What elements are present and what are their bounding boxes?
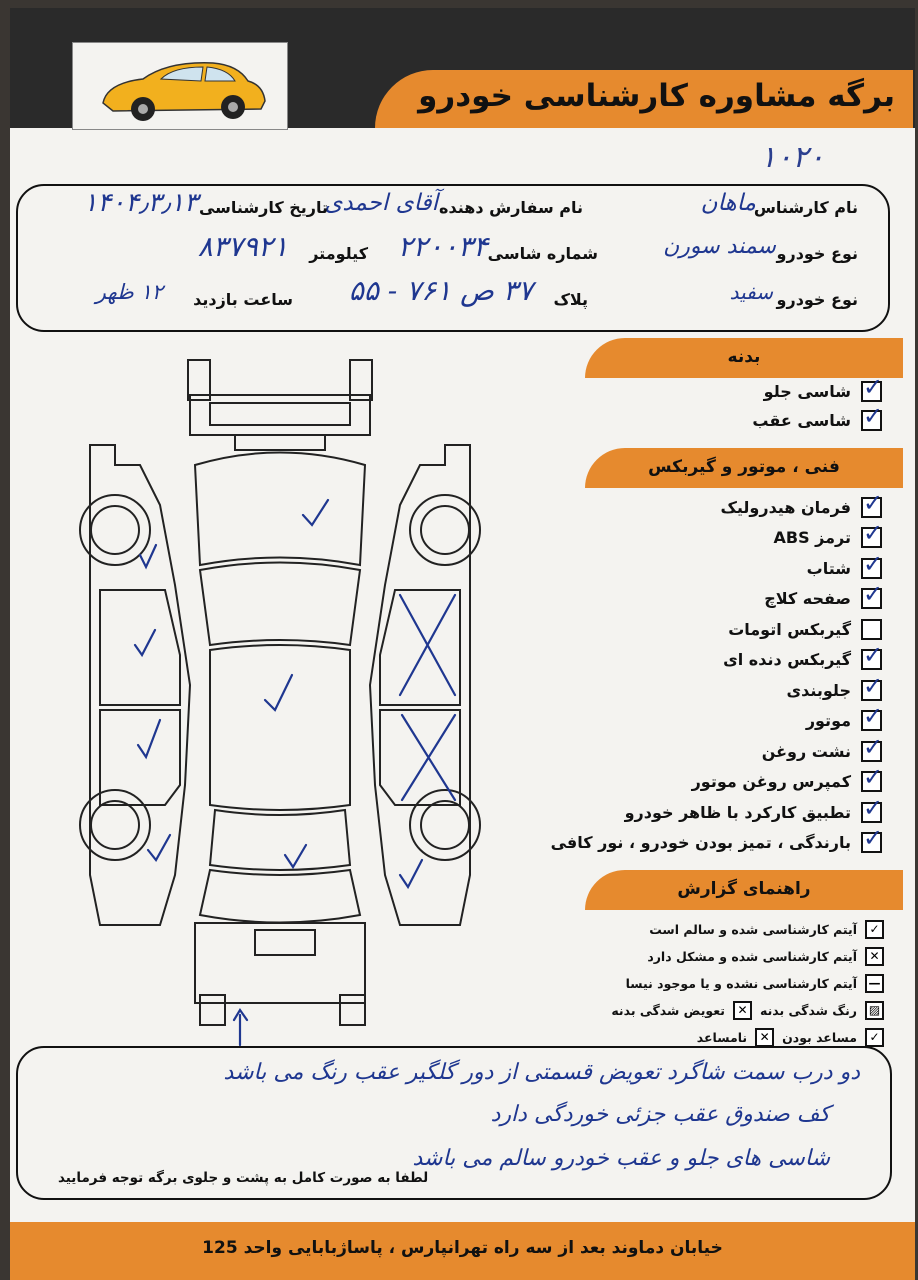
legend-symbol: ✓	[865, 919, 884, 939]
printed-notice: لطفا به صورت کامل به پشت و جلوی برگه توج…	[58, 1170, 429, 1186]
expert-name-value: ماهان	[700, 190, 756, 216]
checkbox[interactable]	[861, 733, 883, 762]
checklist-item-label: کمپرس روغن موتور	[691, 772, 851, 791]
checkbox[interactable]	[861, 489, 883, 518]
legend-label: آیتم کارشناسی شده و مشکل دارد	[647, 948, 857, 964]
plate-label: پلاک	[553, 290, 588, 309]
legend-item: ✓ آیتم کارشناسی شده و سالم است	[649, 918, 884, 940]
footer-bar: خیابان دماوند بعد از سه راه تهرانپارس ، …	[10, 1222, 915, 1280]
checkbox[interactable]	[861, 672, 883, 701]
legend-label: مساعد بودن	[782, 1029, 857, 1045]
legend-item: ▨ رنگ شدگی بدنه ✕ تعویض شدگی بدنه	[611, 999, 884, 1021]
checklist-item-label: تطبیق کارکرد با ظاهر خودرو	[624, 802, 851, 822]
section-legend-title: راهنمای گزارش	[677, 879, 811, 899]
checklist-item-label: بارندگی ، تمیز بودن خودرو ، نور کافی	[550, 833, 851, 852]
notes-box: دو درب سمت شاگرد تعویض قسمتی از دور گلگی…	[16, 1046, 892, 1200]
checklist-item-label: ترمز ABS	[773, 528, 852, 547]
checkbox[interactable]	[861, 373, 883, 402]
checklist-item-label: موتور	[805, 711, 851, 730]
section-technical-header: فنی ، موتور و گیربکس	[585, 448, 903, 488]
legend-label: رنگ شدگی بدنه	[759, 1002, 857, 1018]
checklist-item-label: صفحه کلاچ	[764, 589, 851, 608]
note-line-2: کف صندوق عقب جزئی خوردگی دارد	[490, 1102, 830, 1127]
checklist-item-label: نشت روغن	[761, 741, 851, 761]
footer-address: خیابان دماوند بعد از سه راه تهرانپارس ، …	[202, 1238, 723, 1258]
car-body-diagram	[79, 359, 481, 1047]
legend-symbol: ✕	[865, 946, 884, 966]
checklist-item-label: شاسی عقب	[752, 410, 851, 430]
car-type-label: نوع خودرو	[776, 244, 858, 263]
section-body-title: بدنه	[727, 347, 761, 367]
section-legend-header: راهنمای گزارش	[585, 870, 903, 910]
checkbox[interactable]	[861, 794, 883, 823]
visit-time-value: ۱۲ ظهر	[95, 280, 163, 304]
checklist-item: بارندگی ، تمیز بودن خودرو ، نور کافی	[550, 824, 883, 856]
car-kind-value: سفید	[729, 280, 773, 304]
car-kind-label: نوع خودرو	[776, 290, 858, 309]
checkbox[interactable]	[861, 580, 883, 609]
km-label: کیلومتر	[309, 244, 368, 263]
legend-item: ✕ آیتم کارشناسی شده و مشکل دارد	[647, 945, 884, 967]
legend-label-secondary: نامساعد	[696, 1029, 748, 1045]
car-logo	[72, 42, 288, 130]
checklist-item: ترمز ABS	[773, 519, 883, 551]
legend-label: آیتم کارشناسی نشده و یا موجود نیسا	[625, 975, 857, 991]
checklist-item: گیربکس اتومات	[728, 616, 882, 642]
chassis-label: شماره شاسی	[487, 244, 598, 263]
checklist-item-label: شاسی جلو	[763, 381, 851, 401]
legend-symbol: ▨	[865, 1000, 884, 1020]
expert-name-label: نام کارشناس	[753, 198, 858, 217]
checklist-item: تطبیق کارکرد با ظاهر خودرو	[624, 794, 883, 825]
chassis-value: ۲۲۰۰۳۴	[397, 230, 488, 263]
checklist-item: کمپرس روغن موتور	[691, 763, 883, 795]
checklist-item-label: گیربکس دنده ای	[723, 650, 851, 669]
checkbox[interactable]	[861, 519, 883, 548]
plate-value: ۳۷ ص ۷۶۱ - ۵۵	[348, 274, 533, 307]
checklist-item-label: جلوبندی	[786, 680, 851, 700]
legend-label: آیتم کارشناسی شده و سالم است	[649, 921, 857, 937]
checklist-item-label: گیربکس اتومات	[728, 619, 851, 639]
checklist-item: نشت روغن	[761, 733, 883, 764]
vehicle-info-box: نام کارشناس ماهان نام سفارش دهنده آقای ا…	[16, 184, 890, 332]
page-title: برگه مشاوره کارشناسی خودرو	[418, 78, 895, 114]
visit-time-label: ساعت بازدید	[193, 290, 293, 309]
customer-label: نام سفارش دهنده	[439, 198, 583, 217]
date-label: تاریخ کارشناسی	[198, 198, 328, 217]
legend-symbol: —	[865, 973, 884, 993]
checklist-item-label: فرمان هیدرولیک	[720, 497, 851, 517]
legend-label-secondary: تعویض شدگی بدنه	[611, 1002, 725, 1018]
checklist-item: گیربکس دنده ای	[723, 641, 883, 673]
checkbox[interactable]	[861, 763, 883, 792]
checklist-item: فرمان هیدرولیک	[720, 489, 883, 520]
section-body-header: بدنه	[585, 338, 903, 378]
checklist-item: شاسی عقب	[752, 402, 883, 433]
checkbox[interactable]	[861, 702, 883, 731]
form-sheet	[10, 8, 915, 1280]
legend-symbol-secondary: ✕	[755, 1027, 775, 1047]
title-bar: برگه مشاوره کارشناسی خودرو	[375, 70, 913, 128]
km-value: ۸۳۷۹۲۱	[197, 230, 288, 263]
checkbox[interactable]	[861, 402, 883, 431]
checklist-item: صفحه کلاچ	[764, 580, 883, 612]
section-technical-title: فنی ، موتور و گیربکس	[648, 457, 840, 477]
checklist-item: جلوبندی	[786, 672, 883, 703]
checklist-item: موتور	[805, 702, 883, 734]
legend-symbol-secondary: ✕	[732, 1000, 752, 1020]
checklist-item: شتاب	[806, 550, 883, 581]
legend-symbol: ✓	[865, 1027, 884, 1047]
form-number: ۱۰۲۰	[760, 140, 825, 175]
checkbox[interactable]	[861, 618, 882, 640]
date-value: ۱۴۰۴٫۳٫۱۳	[83, 188, 198, 218]
legend-item: ✓ مساعد بودن ✕ نامساعد	[697, 1026, 884, 1048]
car-type-value: سمند سورن	[663, 234, 776, 259]
checklist-item: شاسی جلو	[763, 373, 883, 404]
checkbox[interactable]	[861, 641, 883, 670]
checkbox[interactable]	[861, 824, 883, 853]
note-line-1: دو درب سمت شاگرد تعویض قسمتی از دور گلگی…	[223, 1060, 860, 1085]
note-line-3: شاسی های جلو و عقب خودرو سالم می باشد	[412, 1146, 830, 1171]
checklist-item-label: شتاب	[806, 558, 851, 578]
checkbox[interactable]	[861, 550, 883, 579]
legend-item: — آیتم کارشناسی نشده و یا موجود نیسا	[626, 972, 884, 994]
customer-value: آقای احمدی	[324, 190, 438, 216]
